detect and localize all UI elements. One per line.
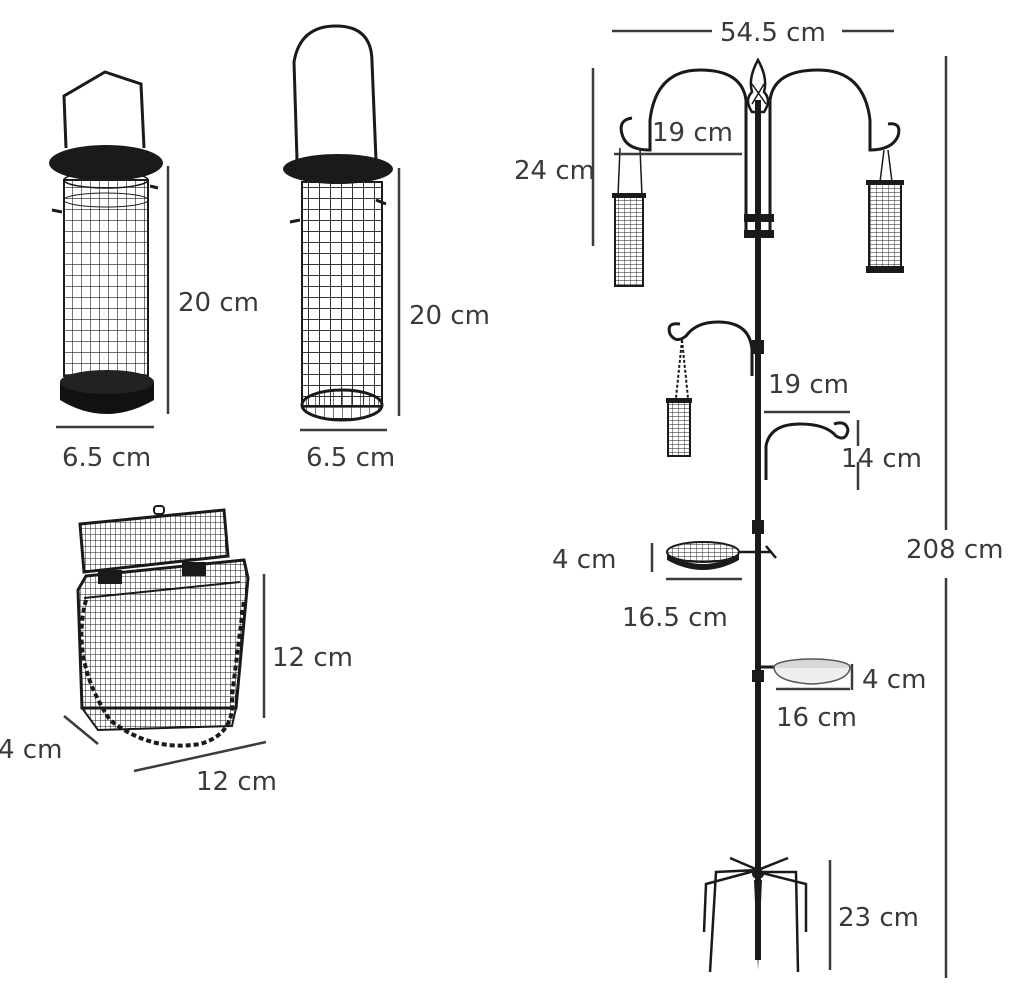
hanging-tube-feeder-left [614, 195, 644, 287]
dimension-stake-height: 23 cm [828, 860, 919, 970]
dimension-top-width: 54.5 cm [612, 18, 894, 48]
dimension-label: 12 cm [272, 643, 353, 673]
dimension-lower-arm: 14 cm [841, 420, 922, 490]
dimension-label: 6.5 cm [62, 443, 151, 473]
dimension-width-feeder-2: 6.5 cm [300, 428, 395, 473]
tube-feeder-1 [49, 70, 163, 414]
dimension-label: 16.5 cm [622, 603, 728, 633]
dimension-tray-height: 4 cm [552, 543, 654, 575]
dimension-label: 54.5 cm [720, 18, 826, 48]
dimension-label: 24 cm [514, 156, 595, 186]
dimension-hook-drop: 24 cm [514, 68, 595, 246]
suet-cage-feeder [76, 505, 250, 748]
feeder-mesh-tube [301, 181, 383, 407]
dimension-depth-cage: 4 cm [0, 715, 99, 765]
ground-stake-icon [702, 856, 808, 973]
dimension-label: 20 cm [409, 301, 490, 331]
feeding-station-pole [612, 57, 904, 973]
dimension-dish-height: 4 cm [850, 664, 926, 695]
dimension-upper-arm: 19 cm [614, 118, 742, 156]
dimension-label: 14 cm [841, 444, 922, 474]
small-hanging-feeder [667, 399, 691, 457]
dimension-width-cage: 12 cm [133, 740, 277, 797]
lower-hook-icon [764, 421, 850, 480]
dimension-label: 6.5 cm [306, 443, 395, 473]
feeder-mesh-tube [63, 179, 149, 377]
dimension-width-feeder-1: 6.5 cm [56, 425, 154, 473]
feeder-lid-icon [283, 154, 393, 184]
dimension-label: 208 cm [906, 535, 1004, 565]
top-hook-left-icon [619, 68, 748, 238]
dimension-dish-width: 16 cm [776, 687, 857, 733]
dimension-height-feeder-1: 20 cm [166, 166, 259, 414]
dimension-label: 4 cm [0, 735, 62, 765]
dimension-tray-width: 16.5 cm [622, 577, 742, 633]
dimension-label: 16 cm [776, 703, 857, 733]
tube-feeder-2 [283, 24, 393, 422]
dimension-height-cage: 12 cm [262, 574, 353, 718]
dimension-total-height: 208 cm [906, 56, 1004, 978]
dimension-label: 19 cm [768, 370, 849, 400]
dimension-label: 4 cm [862, 665, 926, 695]
feeder-hanger-icon [292, 24, 378, 161]
pole-finial-icon [746, 57, 770, 114]
feeder-hanger-icon [62, 70, 146, 149]
feeder-lid-icon [49, 145, 163, 181]
cage-lid-icon [78, 508, 230, 574]
dimension-middle-arm: 19 cm [764, 370, 850, 414]
feeder-base-icon [300, 388, 384, 422]
dimension-label: 4 cm [552, 545, 616, 575]
middle-hook-icon [667, 320, 754, 376]
top-hook-right-icon [768, 68, 901, 238]
dimension-label: 19 cm [652, 118, 733, 148]
dimension-label: 20 cm [178, 288, 259, 318]
hanging-tube-feeder-right [868, 181, 902, 269]
mesh-tray-icon [666, 541, 740, 563]
dimension-label: 12 cm [196, 767, 277, 797]
dimension-height-feeder-2: 20 cm [397, 168, 490, 416]
dimension-label: 23 cm [838, 903, 919, 933]
cage-bottom-icon [80, 707, 238, 732]
